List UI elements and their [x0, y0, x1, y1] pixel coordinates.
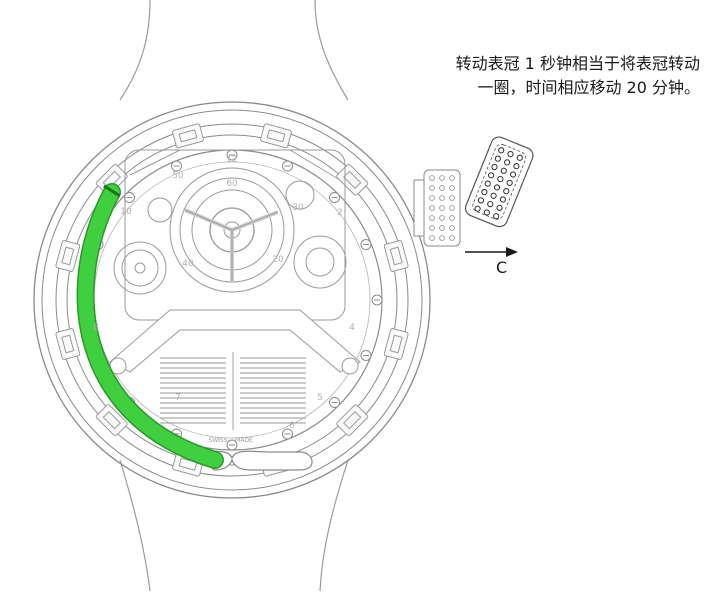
crown-grip: [429, 215, 435, 221]
crown-grip: [449, 195, 455, 201]
fluid-time-indicator-fill: [78, 184, 223, 468]
crown-grip: [494, 155, 501, 162]
crown-grip: [439, 215, 445, 221]
crown-grip: [507, 150, 514, 158]
bezel-block: [172, 123, 204, 149]
fluid-start-cap: [103, 184, 121, 198]
crown-grip: [481, 188, 488, 196]
crown-grip: [449, 235, 455, 241]
crown-grip: [429, 175, 435, 181]
crown-grip: [429, 225, 435, 231]
crown-grip: [449, 175, 455, 181]
crown-grip: [483, 209, 490, 216]
crown-grip: [487, 201, 494, 208]
crown-grip: [493, 213, 500, 220]
instruction-line-1: 转动表冠 1 秒钟相当于将表冠转动: [455, 54, 700, 73]
bezel-block: [336, 163, 369, 196]
tube-base: [194, 450, 313, 471]
dial-numeral: 30: [292, 203, 304, 213]
dial-numeral: 6: [289, 421, 295, 431]
dial-numeral: 60: [226, 179, 238, 189]
crown-detail-icon: [464, 136, 534, 228]
crown-grip: [439, 175, 445, 181]
crown-grip: [513, 163, 520, 170]
engraving-right: MADE: [235, 437, 253, 444]
arrow-right-icon: [465, 247, 518, 257]
movement: [113, 149, 347, 321]
dial-numeral: 40: [182, 259, 194, 269]
crown-grip: [429, 205, 435, 211]
crown-grip: [439, 205, 445, 211]
dial-numerals: 12 60 10 20 40 50 30 8 2 4 5 6 7: [93, 155, 355, 431]
crown-grip: [429, 195, 435, 201]
crown-grip: [429, 235, 435, 241]
crown-grip: [439, 185, 445, 191]
bezel-block: [55, 328, 81, 360]
direction-label: C: [496, 258, 508, 277]
dial-numeral: 7: [175, 393, 181, 403]
instruction-line-2: 一圈，时间相应移动 20 分钟。: [477, 78, 700, 97]
crown-grip: [493, 184, 501, 191]
dial-numeral: 4: [349, 323, 355, 333]
engraving-left: SWISS: [208, 437, 227, 444]
crown-grip: [439, 195, 445, 201]
dial-numeral: 5: [317, 393, 323, 403]
crown-grip: [516, 154, 523, 161]
strap: [119, 0, 349, 592]
dial-numeral: 20: [272, 255, 284, 265]
crown-grip: [449, 205, 455, 211]
crown-grip: [439, 225, 445, 231]
reservoir-radiator: [160, 352, 306, 430]
bezel-block: [260, 123, 292, 149]
bridge: [109, 309, 361, 375]
dial-numeral: 2: [337, 208, 343, 218]
crown-grip: [503, 188, 510, 195]
crown-grip: [449, 225, 455, 231]
crown-grip: [497, 175, 504, 183]
crown-grip: [484, 180, 491, 187]
crown-grip: [500, 167, 507, 174]
bezel-block: [55, 240, 81, 272]
crown-grip: [488, 172, 495, 179]
bezel-block: [336, 404, 369, 437]
crown-grip: [498, 147, 505, 154]
dial-numeral: 12: [226, 155, 237, 165]
bezel-block: [95, 404, 128, 437]
engraving: SWISS MADE: [208, 437, 253, 444]
bezel-block: [383, 328, 409, 360]
crown-grip: [504, 159, 511, 166]
crown-grip: [474, 205, 481, 212]
crown-grip: [491, 163, 498, 171]
crown-grip: [509, 171, 517, 178]
crown-grip: [449, 215, 455, 221]
crown-grip: [429, 185, 435, 191]
crown-icon[interactable]: [413, 169, 461, 247]
dial-numeral: 50: [172, 171, 184, 181]
crown-grip: [499, 196, 507, 203]
crown-grip: [490, 192, 497, 199]
bezel-block: [383, 240, 409, 272]
dial-numeral: 10: [120, 207, 132, 217]
bezel-blocks: [55, 123, 409, 477]
dial-numeral: 8: [93, 323, 99, 333]
crown-grip: [496, 204, 503, 211]
crown-grip: [439, 235, 445, 241]
crown-grip: [477, 197, 485, 204]
crown-grip: [449, 185, 455, 191]
instruction-caption: 转动表冠 1 秒钟相当于将表冠转动 一圈，时间相应移动 20 分钟。: [340, 52, 700, 100]
crown-grip: [506, 179, 513, 186]
